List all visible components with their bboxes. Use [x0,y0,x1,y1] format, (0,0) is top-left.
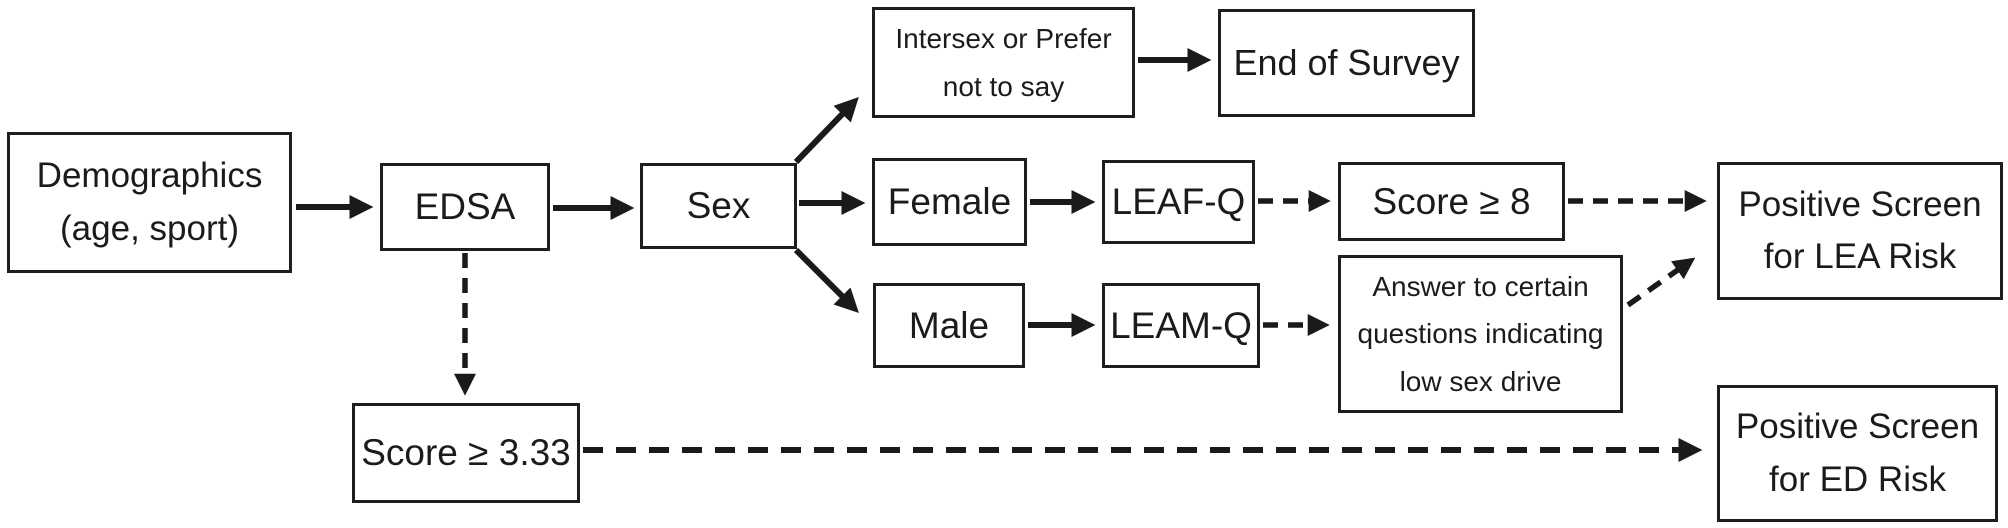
node-label: questions indicating [1357,318,1604,350]
node-edsa: EDSA [380,163,550,251]
node-label: LEAM-Q [1110,304,1252,346]
node-label: Answer to certain [1372,270,1589,302]
node-leaf-q: LEAF-Q [1102,160,1255,244]
node-female: Female [872,158,1027,246]
node-demographics: Demographics (age, sport) [7,132,292,273]
node-low-sex-drive-answers: Answer to certain questions indicating l… [1338,255,1623,413]
node-sex: Sex [640,163,797,249]
node-score-gte-8: Score ≥ 8 [1338,162,1565,241]
node-label: Female [887,181,1012,223]
node-label: Male [908,304,990,346]
node-label: EDSA [414,186,516,228]
node-leam-q: LEAM-Q [1102,283,1260,368]
arrow-low-sex-drive-to-lea-risk [1626,257,1696,308]
node-label: Demographics [36,156,263,195]
node-label: Score ≥ 3.33 [361,432,571,474]
node-label: for LEA Risk [1763,237,1957,276]
arrow-sex-to-intersex [793,96,859,165]
node-positive-screen-ed-risk: Positive Screen for ED Risk [1717,385,1998,522]
node-label: (age, sport) [60,208,239,248]
node-label: LEAF-Q [1111,181,1246,223]
node-label: Positive Screen [1735,407,1980,446]
node-label: low sex drive [1399,365,1562,397]
node-positive-screen-lea-risk: Positive Screen for LEA Risk [1717,162,2003,300]
node-intersex-prefer-not-to-say: Intersex or Prefer not to say [872,7,1135,118]
node-label: not to say [942,70,1065,102]
node-score-gte-3-33: Score ≥ 3.33 [352,403,580,503]
node-male: Male [873,283,1025,368]
node-label: Positive Screen [1738,184,1982,224]
node-label: Intersex or Prefer [895,22,1112,54]
node-label: Sex [686,185,751,227]
arrow-sex-to-male [793,247,859,313]
node-label: for ED Risk [1769,459,1946,499]
node-label: Score ≥ 8 [1372,180,1531,222]
node-end-of-survey: End of Survey [1218,9,1475,117]
node-label: End of Survey [1233,41,1460,83]
